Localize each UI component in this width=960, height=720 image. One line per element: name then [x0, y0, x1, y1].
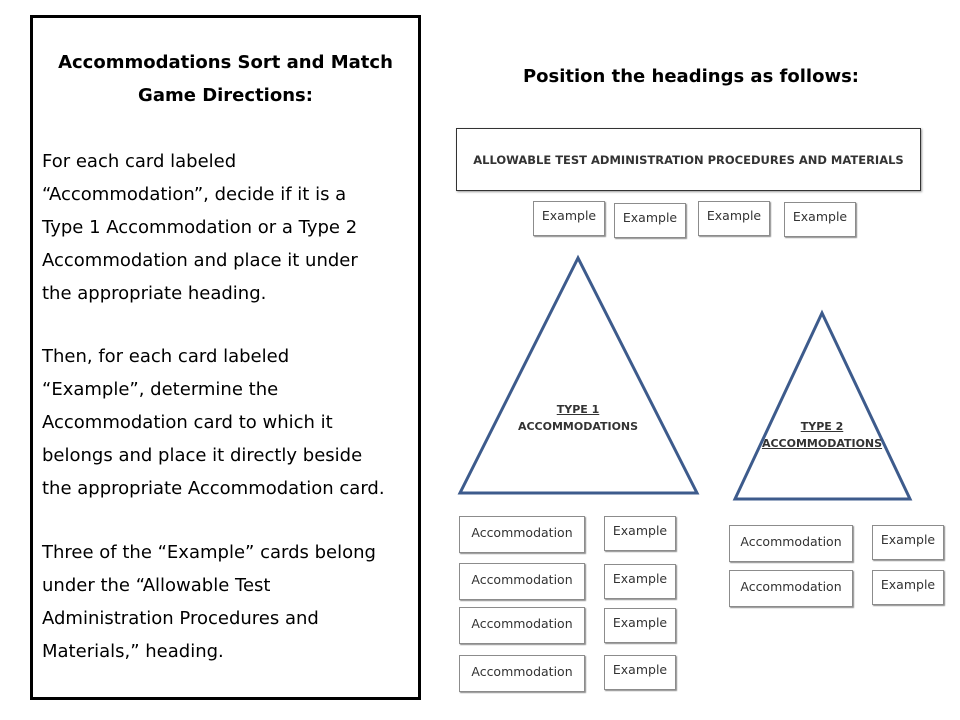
directions-line: Type 1 Accommodation or a Type 2: [42, 217, 358, 238]
top-example-card: Example: [784, 202, 856, 237]
top-example-card: Example: [614, 203, 686, 238]
diagram-title: Position the headings as follows:: [522, 66, 860, 87]
directions-title-line-2: Game Directions:: [138, 85, 313, 106]
type-1-triangle: [457, 254, 700, 495]
directions-line: Then, for each card labeled: [42, 346, 290, 367]
directions-line: belongs and place it directly beside: [42, 445, 363, 466]
directions-line: Materials,” heading.: [42, 641, 224, 662]
type-2-example-card: Example: [872, 525, 944, 560]
directions-title: Accommodations Sort and Match Game Direc…: [33, 46, 418, 112]
directions-line: the appropriate Accommodation card.: [42, 478, 385, 499]
type-1-accommodation-card: Accommodation: [459, 607, 585, 644]
type-2-triangle: [732, 309, 913, 501]
type-2-accommodation-card: Accommodation: [729, 525, 853, 562]
directions-line: “Accommodation”, decide if it is a: [42, 184, 347, 205]
directions-paragraph-2: Then, for each card labeled “Example”, d…: [42, 340, 420, 505]
directions-panel: Accommodations Sort and Match Game Direc…: [30, 15, 421, 700]
type-1-accommodation-card: Accommodation: [459, 655, 585, 692]
type-1-label: TYPE 1 ACCOMMODATIONS: [508, 401, 648, 435]
allowable-procedures-heading: ALLOWABLE TEST ADMINISTRATION PROCEDURES…: [456, 128, 921, 191]
directions-paragraph-1: For each card labeled “Accommodation”, d…: [42, 145, 420, 310]
type-2-example-card: Example: [872, 570, 944, 605]
directions-line: Three of the “Example” cards belong: [42, 542, 376, 563]
type-1-example-card: Example: [604, 655, 676, 690]
top-example-card: Example: [698, 201, 770, 236]
directions-line: the appropriate heading.: [42, 283, 267, 304]
type-1-example-card: Example: [604, 516, 676, 551]
directions-title-line-1: Accommodations Sort and Match: [58, 52, 393, 73]
directions-line: For each card labeled: [42, 151, 237, 172]
directions-line: Administration Procedures and: [42, 608, 319, 629]
directions-line: under the “Allowable Test: [42, 575, 271, 596]
type-1-example-card: Example: [604, 564, 676, 599]
type-2-accommodation-card: Accommodation: [729, 570, 853, 607]
type-1-accommodation-card: Accommodation: [459, 516, 585, 553]
type-2-label-line-2: ACCOMMODATIONS: [761, 437, 883, 450]
type-2-label: TYPE 2 ACCOMMODATIONS: [752, 418, 892, 452]
directions-line: “Example”, determine the: [42, 379, 279, 400]
type-1-label-line-2: ACCOMMODATIONS: [517, 420, 639, 433]
type-1-label-line-1: TYPE 1: [556, 403, 600, 416]
type-1-example-card: Example: [604, 608, 676, 643]
type-1-accommodation-card: Accommodation: [459, 563, 585, 600]
directions-line: Accommodation and place it under: [42, 250, 358, 271]
type-2-label-line-1: TYPE 2: [800, 420, 844, 433]
directions-line: Accommodation card to which it: [42, 412, 333, 433]
directions-paragraph-3: Three of the “Example” cards belong unde…: [42, 536, 420, 668]
top-example-card: Example: [533, 201, 605, 236]
